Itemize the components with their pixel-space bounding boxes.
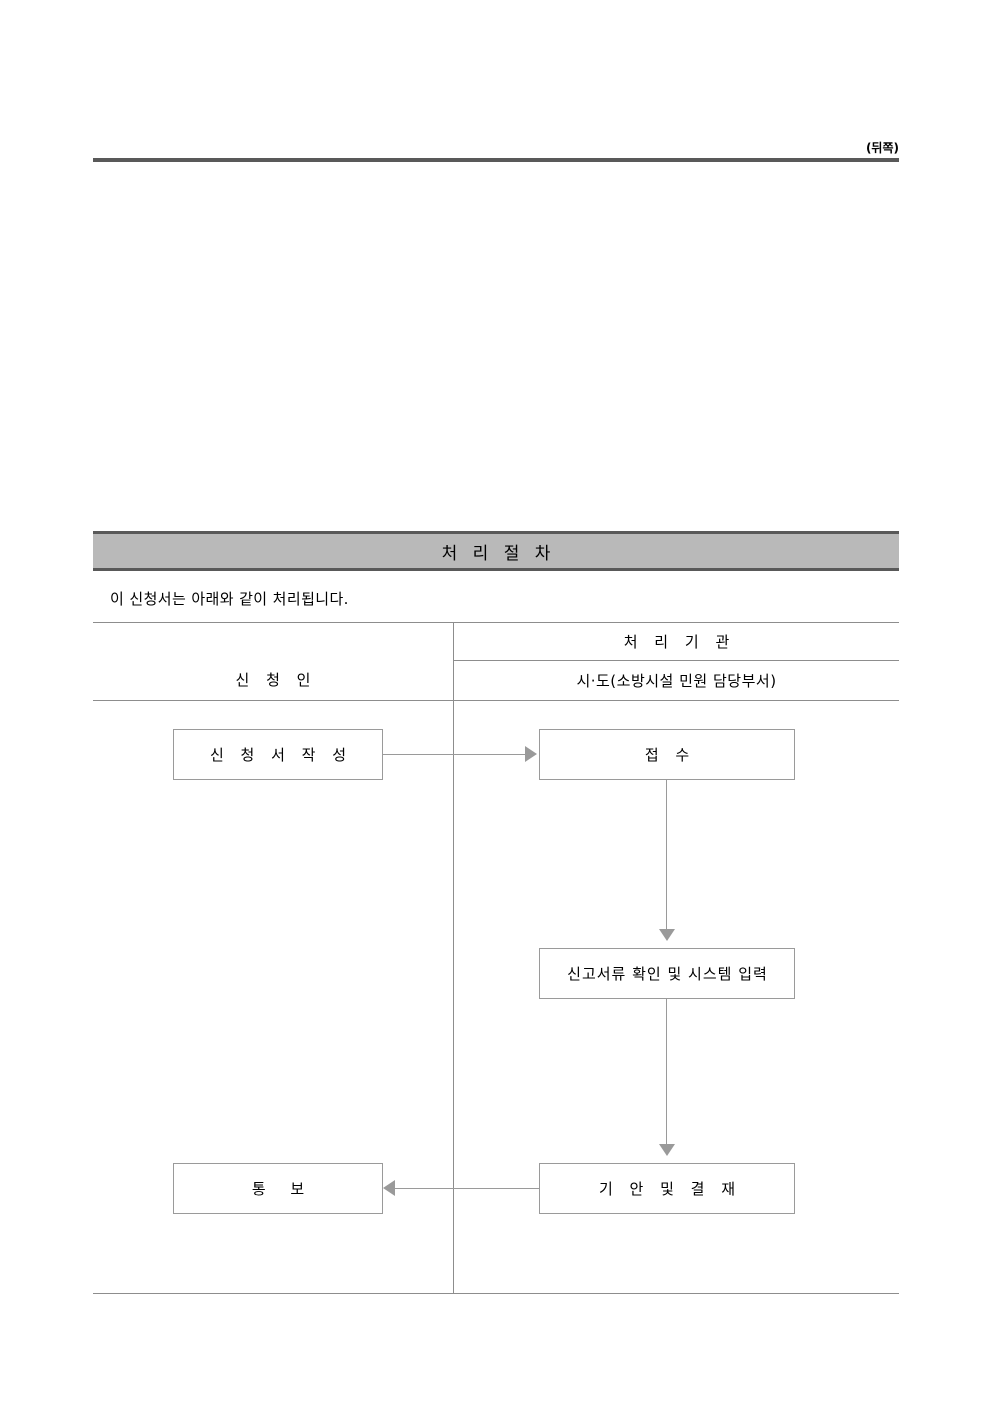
page-side-marker: (뒤쪽) (865, 141, 899, 155)
table-bottom-border (93, 1293, 899, 1294)
column-header-agency: 처 리 기 관 (623, 633, 736, 651)
column-header-agency-sub: 시·도(소방시설 민원 담당부서) (576, 672, 777, 690)
flow-step-receive: 접 수 (539, 729, 795, 780)
connector-apply-to-receive-line (383, 754, 526, 755)
section-title-label: 처 리 절 차 (441, 544, 556, 564)
arrow-left-icon-draft-to-notify (383, 1180, 395, 1196)
arrow-right-icon-apply-to-receive (525, 746, 537, 762)
flow-step-apply: 신 청 서 작 성 (173, 729, 383, 780)
table-header-bottom-border (93, 700, 899, 701)
table-agency-split-line (454, 660, 899, 661)
connector-check-to-draft-line (666, 999, 667, 1147)
arrow-down-icon-receive-to-check (659, 929, 675, 941)
connector-receive-to-check-line (666, 780, 667, 931)
table-column-divider (453, 622, 454, 1293)
section-intro-text: 이 신청서는 아래와 같이 처리됩니다. (110, 590, 349, 608)
connector-draft-to-notify-line (395, 1188, 539, 1189)
table-top-border (93, 622, 899, 623)
column-header-applicant: 신 청 인 (235, 671, 317, 689)
flow-step-check: 신고서류 확인 및 시스템 입력 (539, 948, 795, 999)
section-title-band: 처 리 절 차 (93, 531, 899, 571)
flow-step-notify: 통 보 (173, 1163, 383, 1214)
flow-step-draft: 기 안 및 결 재 (539, 1163, 795, 1214)
process-flow-table: 신 청 인 처 리 기 관 시·도(소방시설 민원 담당부서) 신 청 서 작 … (93, 622, 899, 1294)
arrow-down-icon-check-to-draft (659, 1144, 675, 1156)
page-top-rule (93, 158, 899, 162)
